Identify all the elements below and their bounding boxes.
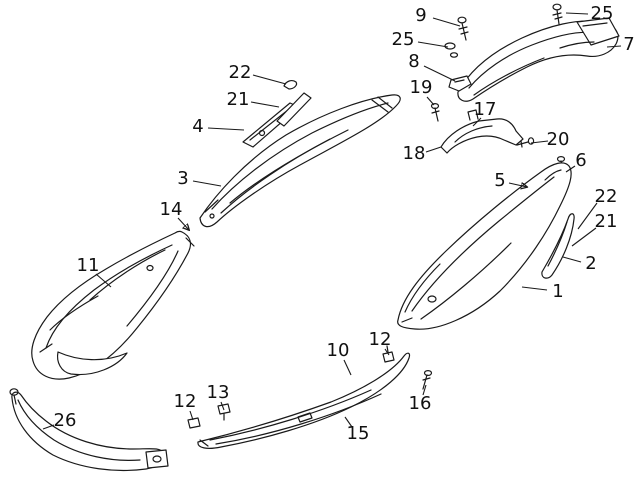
callout-label-6-12: 6 xyxy=(575,150,587,171)
leader-line-12-22 xyxy=(384,348,390,356)
leader-line-25-1 xyxy=(565,12,589,15)
callout-label-11-20: 11 xyxy=(76,255,100,276)
screw-25-top xyxy=(552,3,563,25)
leader-line-20-11 xyxy=(530,140,549,144)
leader-line-19-5 xyxy=(426,96,435,106)
callout-label-22-16: 22 xyxy=(594,186,618,207)
leader-line-25-2 xyxy=(417,41,449,48)
leader-line-21-17 xyxy=(571,227,597,247)
clip-12-right xyxy=(382,345,395,363)
leader-line-14-15 xyxy=(177,217,189,230)
part-26-sill-trim xyxy=(9,388,169,472)
callout-label-8-4: 8 xyxy=(408,51,420,72)
leader-line-15-26 xyxy=(344,416,353,428)
callout-label-17-9: 17 xyxy=(473,99,497,120)
callout-label-1-19: 1 xyxy=(552,281,564,302)
screw-19 xyxy=(430,102,440,122)
part-7-luggage-rack xyxy=(457,17,620,102)
leader-line-2-18 xyxy=(562,256,582,263)
leader-line-3-14 xyxy=(192,180,222,187)
part-10-lower-spoiler xyxy=(197,352,411,449)
callout-label-2-18: 2 xyxy=(585,253,597,274)
callout-label-16-23: 16 xyxy=(408,393,432,414)
callout-label-9-0: 9 xyxy=(415,5,427,26)
part-21-trim-top xyxy=(276,92,312,127)
screw-9 xyxy=(457,16,469,41)
part-11-side-panel-left xyxy=(31,230,195,380)
leader-line-12-25 xyxy=(189,410,194,421)
callout-label-19-5: 19 xyxy=(409,77,433,98)
leader-line-9-0 xyxy=(432,17,461,27)
part-22-cap-top xyxy=(283,80,298,90)
leader-line-22-16 xyxy=(577,202,598,230)
callout-label-25-1: 25 xyxy=(590,3,614,24)
callout-label-10-21: 10 xyxy=(326,340,350,361)
leader-line-18-10 xyxy=(425,146,442,153)
leader-line-11-20 xyxy=(95,273,112,288)
screw-16 xyxy=(422,370,433,390)
callout-label-5-13: 5 xyxy=(494,170,506,191)
leader-line-16-23 xyxy=(422,384,427,396)
callout-label-20-11: 20 xyxy=(546,129,570,150)
leader-line-6-12 xyxy=(565,165,576,173)
callout-label-3-14: 3 xyxy=(177,168,189,189)
screw-20 xyxy=(516,137,535,148)
leader-line-5-13 xyxy=(508,182,527,187)
callout-label-22-6: 22 xyxy=(228,62,252,83)
part-17-bracket xyxy=(440,109,524,154)
callout-label-15-26: 15 xyxy=(346,423,370,444)
callout-label-12-25: 12 xyxy=(173,391,197,412)
part-8-spacer xyxy=(448,75,472,92)
callout-label-14-15: 14 xyxy=(159,199,183,220)
leader-line-7-3 xyxy=(606,45,622,48)
callout-label-26-27: 26 xyxy=(53,410,77,431)
callout-label-13-24: 13 xyxy=(206,382,230,403)
leader-line-21-7 xyxy=(250,101,280,108)
callout-label-18-10: 18 xyxy=(402,143,426,164)
callout-label-21-17: 21 xyxy=(594,211,618,232)
callout-label-4-8: 4 xyxy=(192,116,204,137)
leader-line-4-8 xyxy=(207,127,245,131)
callout-label-25-2: 25 xyxy=(391,29,415,50)
callout-label-12-22: 12 xyxy=(368,329,392,350)
part-3-side-spoiler xyxy=(199,94,401,228)
callout-label-21-7: 21 xyxy=(226,89,250,110)
clip-12-left xyxy=(187,417,201,429)
leader-line-17-9 xyxy=(472,117,482,127)
leader-line-1-19 xyxy=(521,286,548,291)
leader-line-8-4 xyxy=(423,65,456,82)
callout-label-7-3: 7 xyxy=(623,34,635,55)
part-1-side-panel-right xyxy=(397,162,572,330)
part-2-trim-strip-right xyxy=(541,213,575,279)
leader-line-22-6 xyxy=(252,74,287,85)
leader-line-26-27 xyxy=(42,424,55,430)
leader-line-13-24 xyxy=(220,401,225,411)
leader-line-10-21 xyxy=(343,359,352,376)
